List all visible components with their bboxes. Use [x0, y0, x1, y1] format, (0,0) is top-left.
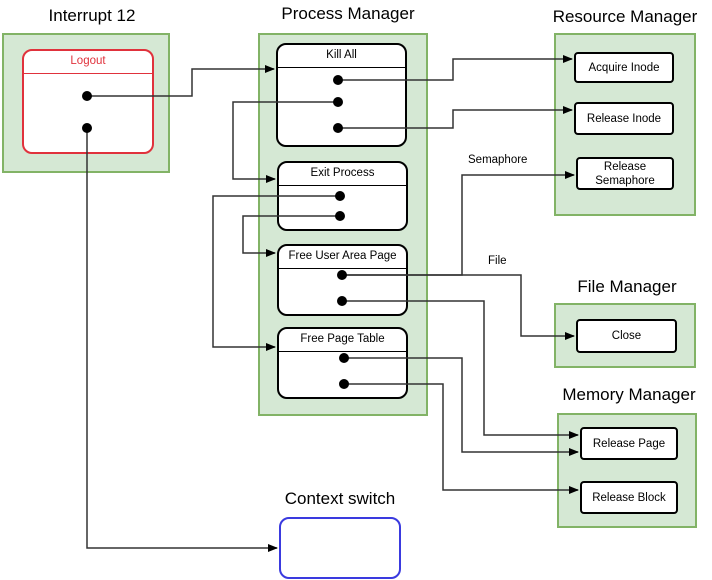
context-switch-title: Context switch: [284, 489, 396, 508]
logout-card-title: Logout: [24, 51, 152, 74]
edge-user-area-to-close: [342, 274, 575, 340]
free-user-area-page-title: Free User Area Page: [279, 246, 406, 269]
edge-page-table-to-release-page: [344, 357, 579, 456]
interrupt-title: Interrupt 12: [48, 6, 136, 25]
edge-killall-to-release-inode: [338, 106, 573, 129]
exit-process-title: Exit Process: [279, 163, 406, 186]
edge-killall-to-exit-process: [232, 101, 338, 183]
kill-all-title: Kill All: [278, 45, 405, 68]
logout-port-2: [82, 123, 92, 133]
edge-exit-to-free-page-table: [212, 195, 340, 351]
exit-port-1: [335, 191, 345, 201]
killall-port-1: [333, 75, 343, 85]
edge-user-area-to-release-page: [342, 300, 579, 439]
semaphore-edge-label: Semaphore: [468, 154, 528, 166]
edge-logout-to-context-switch: [86, 128, 278, 552]
file-manager-title: File Manager: [577, 277, 677, 296]
user-area-port-1: [337, 270, 347, 280]
process-manager-title: Process Manager: [281, 4, 415, 23]
acquire-inode-box[interactable]: Acquire Inode: [574, 52, 674, 83]
free-page-table-title: Free Page Table: [279, 329, 406, 352]
file-edge-label: File: [488, 255, 507, 267]
edge-killall-to-acquire-inode: [338, 55, 573, 81]
logout-port-1: [82, 91, 92, 101]
close-box[interactable]: Close: [576, 319, 677, 353]
release-semaphore-box[interactable]: Release Semaphore: [576, 157, 674, 190]
killall-port-2: [333, 97, 343, 107]
release-block-box[interactable]: Release Block: [580, 481, 678, 514]
edge-logout-to-killall: [87, 65, 275, 97]
release-inode-box[interactable]: Release Inode: [574, 102, 674, 135]
exit-port-2: [335, 211, 345, 221]
release-page-box[interactable]: Release Page: [580, 427, 678, 460]
edge-user-area-to-semaphore: [342, 171, 575, 276]
page-table-port-2: [339, 379, 349, 389]
memory-manager-title: Memory Manager: [562, 385, 696, 404]
killall-port-3: [333, 123, 343, 133]
user-area-port-2: [337, 296, 347, 306]
context-switch-box[interactable]: [279, 517, 401, 579]
logout-card[interactable]: Logout: [22, 49, 154, 154]
page-table-port-1: [339, 353, 349, 363]
edge-exit-to-free-user-area: [242, 215, 340, 257]
edge-page-table-to-release-block: [344, 383, 579, 494]
resource-manager-title: Resource Manager: [552, 7, 698, 26]
